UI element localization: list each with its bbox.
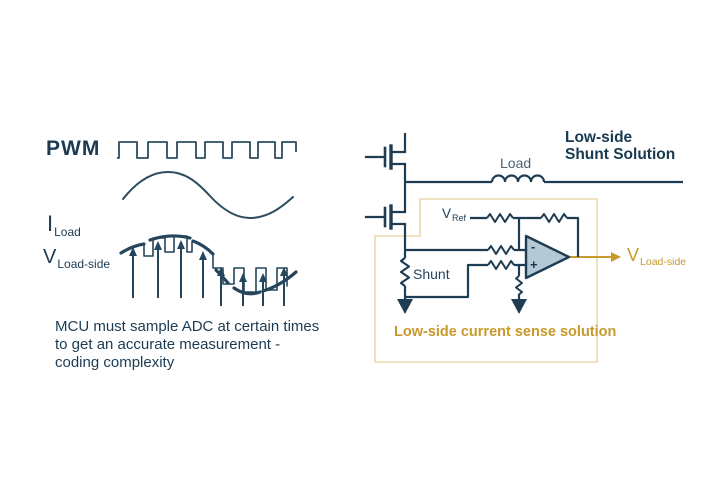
sample-arrow-icon	[129, 247, 137, 298]
opamp-icon	[524, 234, 571, 280]
feedback-resistor-icon	[540, 213, 568, 223]
minus-input-resistor-icon	[487, 245, 515, 255]
sample-arrow-icon	[199, 251, 207, 298]
vload-symbol: V	[43, 246, 57, 268]
bias-resistor-icon	[515, 275, 523, 296]
output-arrowhead-icon	[611, 252, 621, 262]
opamp-minus-sign: -	[531, 239, 536, 254]
circuit-title-line: Low-side	[565, 129, 633, 146]
output-symbol: V	[627, 245, 640, 265]
output-subscript: Load-side	[640, 256, 687, 268]
circuit-wires	[403, 133, 683, 299]
sense-box-label: Low-side current sense solution	[394, 324, 617, 340]
sense-box-outline	[374, 198, 598, 363]
vload-label: VLoad-side	[43, 246, 110, 271]
caption-line: coding complexity	[55, 354, 175, 371]
shunt-label: Shunt	[413, 266, 450, 282]
shunt-resistor-icon	[399, 257, 411, 287]
pwm-waveform	[117, 141, 297, 159]
high-side-mosfet-icon	[364, 144, 407, 170]
sample-arrow-icon	[280, 267, 288, 306]
caption-line: MCU must sample ADC at certain times	[55, 318, 320, 335]
mcu-caption: MCU must sample ADC at certain times to …	[55, 318, 319, 372]
vref-resistor-icon	[486, 213, 514, 223]
sample-arrow-icon	[259, 273, 267, 306]
vref-subscript: Ref	[452, 213, 467, 223]
circuit-title-line: Shunt Solution	[565, 146, 676, 163]
sample-arrow-icon	[217, 267, 225, 306]
load-label: Load	[500, 155, 532, 171]
vload-waveform	[119, 234, 298, 296]
sample-arrow-icon	[239, 273, 247, 306]
iload-label: ILoad	[47, 211, 81, 239]
ground-icon	[397, 299, 413, 314]
vload-output-label: VLoad-side	[627, 245, 686, 268]
plus-input-resistor-icon	[487, 260, 515, 270]
sample-arrow-icon	[154, 241, 162, 298]
iload-sine-waveform	[122, 170, 294, 220]
caption-line: to get an accurate measurement -	[55, 336, 281, 353]
sample-arrow-icon	[177, 240, 185, 298]
iload-subscript: Load	[54, 225, 81, 239]
sample-arrows	[129, 240, 288, 306]
low-side-mosfet-icon	[364, 204, 407, 230]
vload-subscript: Load-side	[57, 257, 111, 271]
load-inductor-icon	[490, 174, 546, 183]
vref-label: VRef	[442, 206, 466, 223]
circuit-title: Low-side Shunt Solution	[565, 129, 675, 163]
pwm-label: PWM	[46, 137, 101, 160]
ground-icon	[511, 299, 527, 314]
iload-symbol: I	[47, 211, 54, 236]
vref-symbol: V	[442, 206, 452, 221]
opamp-plus-sign: +	[530, 257, 538, 272]
sine-envelope-segments	[119, 234, 298, 296]
output-arrow	[569, 252, 621, 262]
